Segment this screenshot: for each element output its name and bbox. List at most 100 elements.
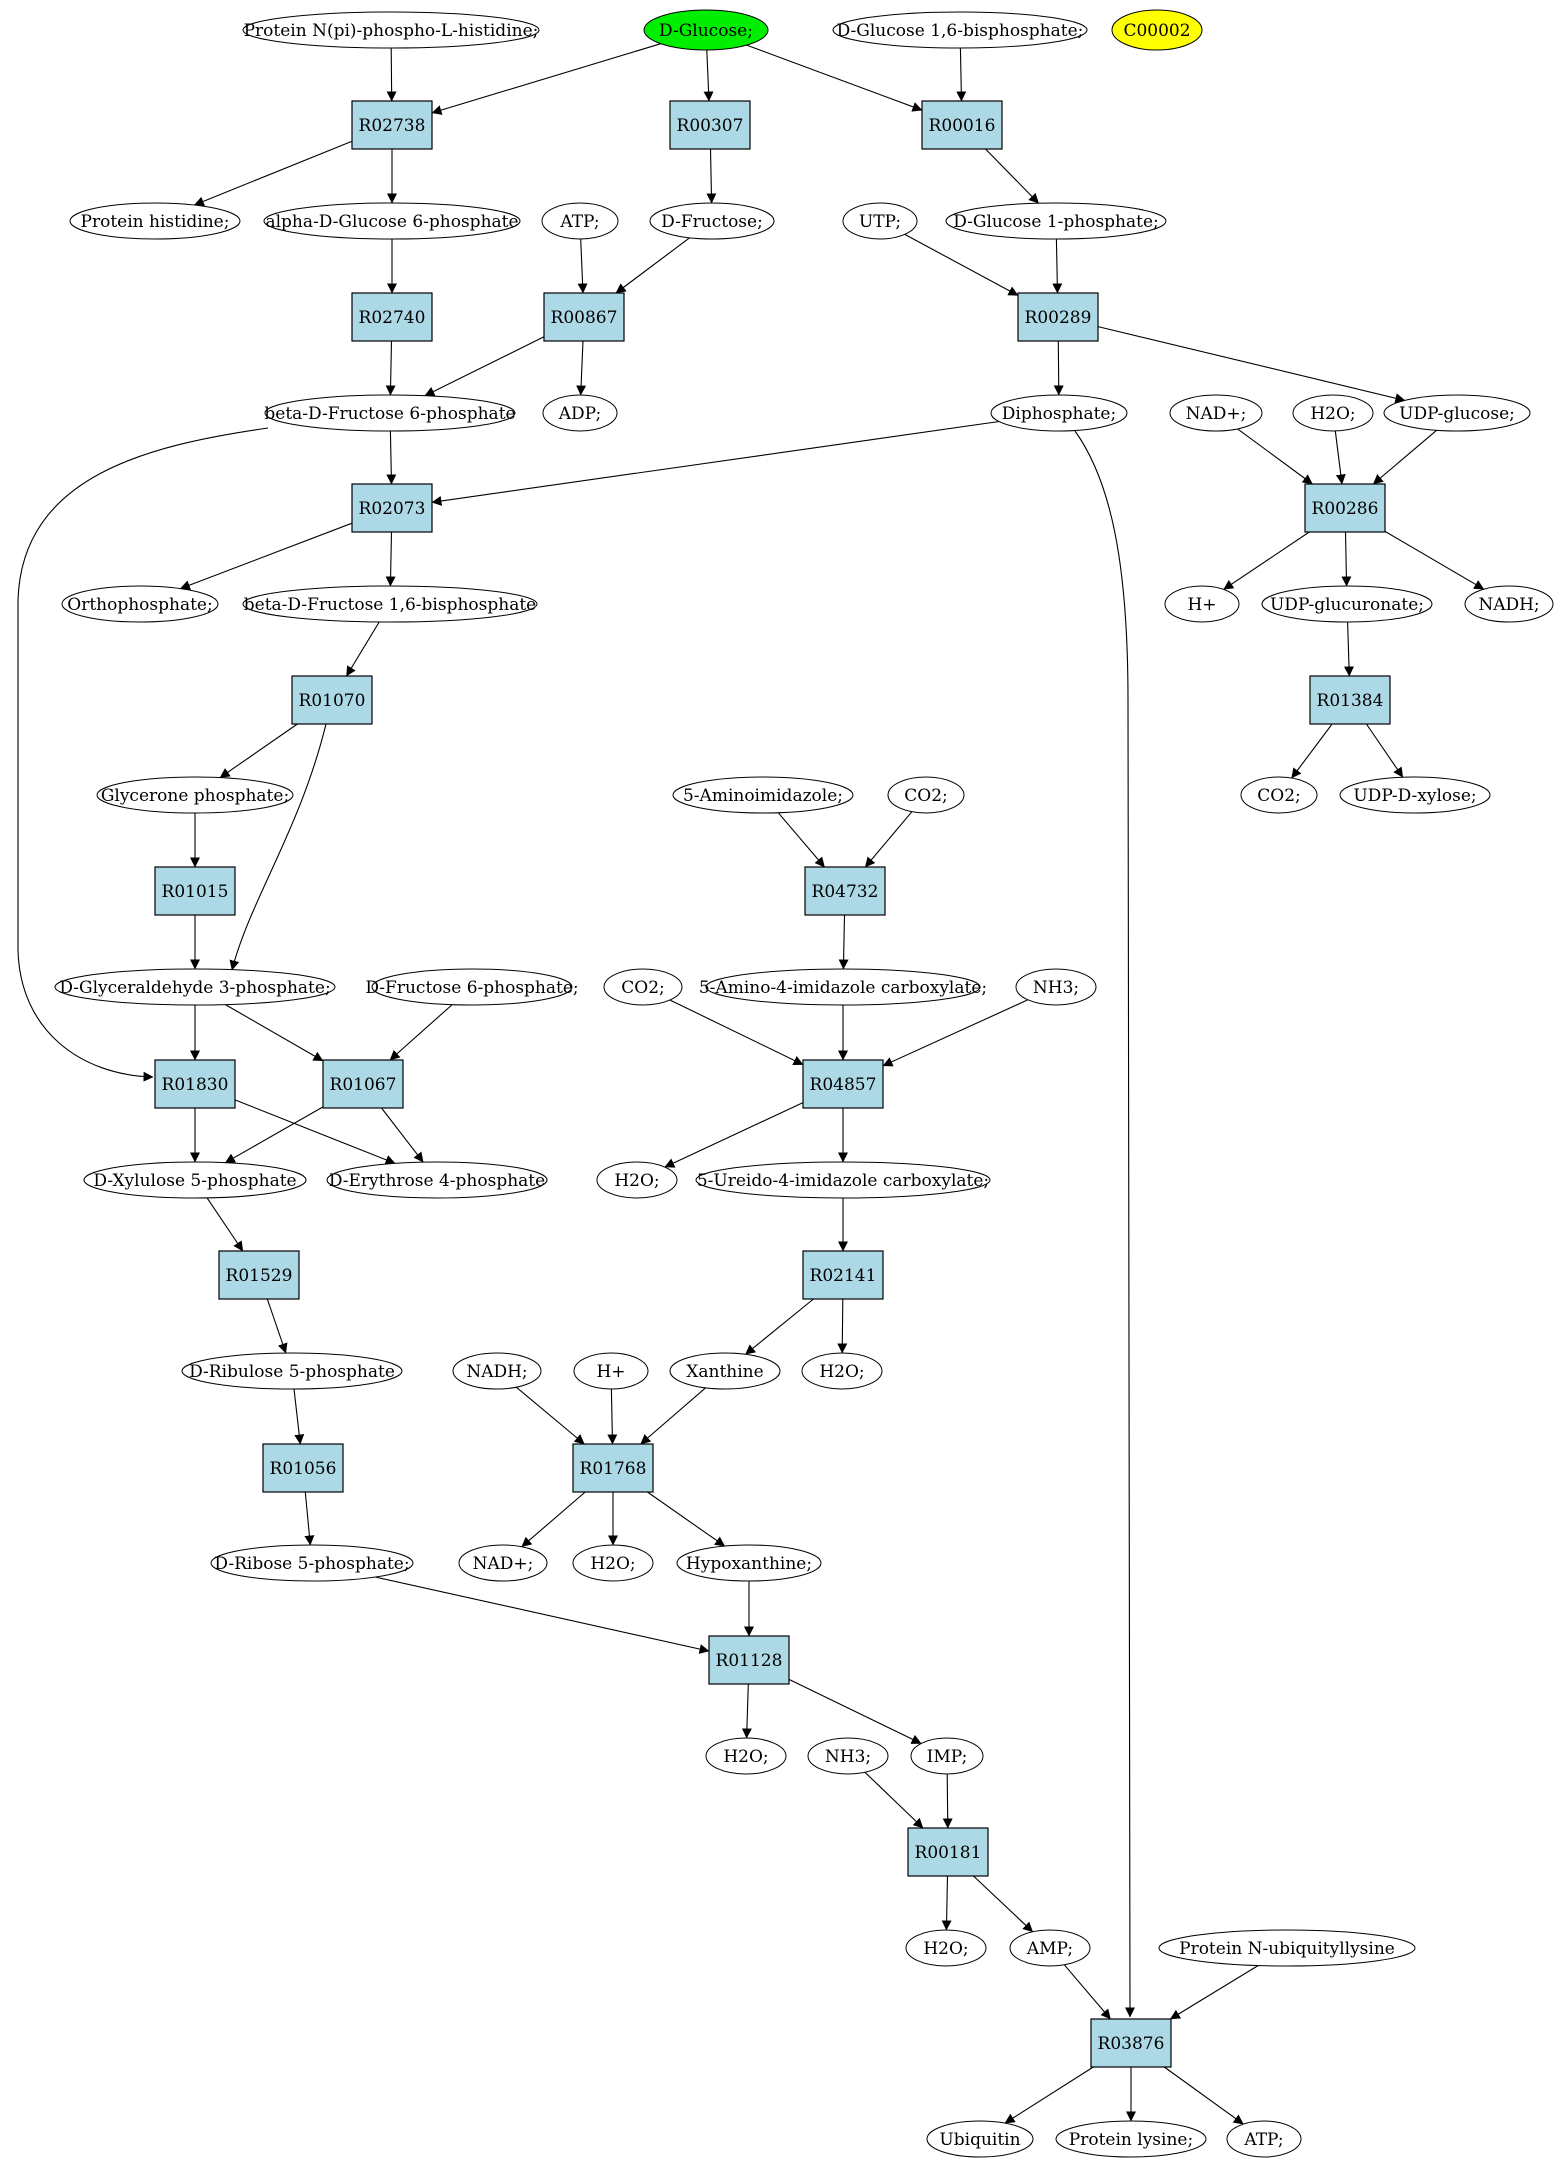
reaction-node: R02141 [802, 1250, 884, 1300]
edge-R01128-to-m_h2o_e [741, 1683, 752, 1739]
metabolite-node: NH3; [807, 1737, 889, 1775]
metabolite-ellipse [910, 1737, 984, 1775]
edge-R00286-to-m_udpglcu [1341, 531, 1352, 587]
metabolite-node: D-Glucose 1,6-bisphosphate; [832, 11, 1088, 49]
metabolite-ellipse [541, 202, 619, 240]
edge-R01070-to-m_dga3p [229, 723, 327, 971]
metabolite-node: D-Glyceraldehyde 3-phosphate; [54, 968, 336, 1006]
metabolite-ellipse [83, 1161, 307, 1199]
metabolite-node: H2O; [801, 1352, 883, 1390]
metabolite-label: D-Erythrose 4-phosphate [329, 1171, 545, 1191]
edge-m_df6p-to-R01067 [389, 1004, 453, 1061]
reaction-label: R01384 [1317, 691, 1384, 711]
metabolite-label: D-Ribose 5-phosphate; [214, 1554, 409, 1574]
reaction-label: R01056 [270, 1459, 337, 1479]
reaction-node: R00286 [1304, 483, 1386, 533]
edge-m_dglucose-to-R00307 [703, 49, 714, 102]
metabolite-label: Protein lysine; [1069, 2130, 1193, 2150]
edge-R01768-to-m_hypoxanthine [647, 1491, 726, 1547]
metabolite-ellipse [69, 202, 241, 240]
reaction-box [1304, 483, 1386, 533]
metabolite-node: Orthophosphate; [61, 585, 219, 623]
reaction-node: R01768 [572, 1443, 654, 1493]
reaction-box [351, 483, 433, 533]
metabolite-label: NADH; [1478, 595, 1539, 615]
metabolite-label: D-Glucose 1-phosphate; [953, 212, 1159, 232]
edge-m_amp-to-R03876 [1063, 1964, 1111, 2020]
metabolite-node: NADH; [1464, 585, 1554, 623]
metabolite-label: IMP; [927, 1747, 968, 1767]
edge-R00181-to-m_amp [973, 1875, 1034, 1933]
reaction-label: R00867 [551, 308, 618, 328]
metabolite-node: D-Erythrose 4-phosphate [326, 1161, 548, 1199]
metabolite-ellipse [1158, 1929, 1416, 1967]
metabolite-node: D-Xylulose 5-phosphate [83, 1161, 307, 1199]
edge-R00867-to-m_bdf6p [424, 336, 545, 397]
reaction-box [802, 1059, 884, 1109]
metabolite-ellipse [1383, 394, 1531, 432]
metabolite-ellipse [990, 394, 1128, 432]
reaction-label: R04857 [810, 1075, 877, 1095]
edge-m_utp-to-R00289 [904, 233, 1019, 296]
reaction-node: R01015 [154, 866, 236, 916]
edge-m_dga3p-to-R01067 [225, 1004, 324, 1062]
metabolite-ellipse [61, 585, 219, 623]
edge-R01830-to-m_dery4p [234, 1099, 396, 1165]
reaction-label: R02141 [810, 1266, 877, 1286]
metabolite-label: beta-D-Fructose 6-phosphate [264, 404, 515, 424]
reaction-box [921, 100, 1003, 150]
metabolite-ellipse [596, 1161, 678, 1199]
metabolite-ellipse [452, 1352, 542, 1390]
edge-R01070-to-m_glyceroneP [219, 723, 298, 779]
edge-R04732-to-m_5a4ic [838, 914, 849, 970]
metabolite-ellipse [263, 202, 521, 240]
edge-R00286-to-m_hplus1 [1223, 531, 1310, 590]
metabolite-label: D-Xylulose 5-phosphate [93, 1171, 296, 1191]
metabolite-ellipse [705, 1737, 787, 1775]
metabolite-ellipse [96, 776, 294, 814]
metabolite-label: Protein N(pi)-phospho-L-histidine; [244, 21, 539, 41]
metabolite-label: 5-Amino-4-imidazole carboxylate; [699, 978, 987, 998]
metabolite-node: D-Glucose; [643, 9, 769, 51]
reaction-node: R02740 [351, 292, 433, 342]
reaction-node: R02738 [351, 100, 433, 150]
metabolite-label: D-Glucose 1,6-bisphosphate; [837, 21, 1084, 41]
edge-m_bdf6p-to-R01830 [17, 427, 269, 1082]
reaction-node: R01056 [262, 1443, 344, 1493]
edge-R01529-to-m_drib5p_ul [266, 1298, 288, 1354]
reaction-label: R03876 [1098, 2034, 1165, 2054]
metabolite-ellipse [573, 1352, 649, 1390]
edge-m_udpglcu-to-R01384 [1344, 621, 1354, 677]
metabolite-label: AMP; [1026, 1939, 1073, 1959]
metabolite-ellipse [643, 9, 769, 51]
reaction-node: R00016 [921, 100, 1003, 150]
metabolite-label: CO2; [1257, 786, 1301, 806]
edge-m_drib5p_ul-to-R01056 [293, 1388, 305, 1445]
metabolite-label: Glycerone phosphate; [101, 786, 289, 806]
metabolite-node: H+ [573, 1352, 649, 1390]
metabolite-label: H2O; [614, 1171, 659, 1191]
metabolite-label: UDP-glucuronate; [1270, 595, 1424, 615]
metabolite-label: D-Fructose; [661, 212, 763, 232]
metabolite-node: AMP; [1009, 1929, 1091, 1967]
reaction-label: R01768 [580, 1459, 647, 1479]
metabolite-ellipse [676, 1544, 822, 1582]
metabolite-node: Hypoxanthine; [676, 1544, 822, 1582]
edge-m_prot_nubq-to-R03876 [1169, 1965, 1259, 2020]
metabolite-label: CO2; [621, 978, 665, 998]
reaction-label: R00286 [1312, 499, 1379, 519]
edges-layer [17, 43, 1485, 2125]
metabolite-label: Protein N-ubiquityllysine [1179, 1939, 1395, 1959]
metabolite-node: CO2; [603, 968, 683, 1006]
edge-R01384-to-m_co2_a [1291, 723, 1333, 779]
reaction-label: R01015 [162, 882, 229, 902]
edge-R01056-to-m_drib5p [304, 1491, 315, 1546]
edge-R00867-to-m_adp [576, 340, 587, 396]
edge-m_imp-to-R00181 [942, 1773, 953, 1829]
metabolite-ellipse [1339, 776, 1491, 814]
metabolite-node: D-Ribulose 5-phosphate [181, 1352, 403, 1390]
edge-m_nadh2-to-R01768 [515, 1386, 585, 1445]
reaction-box [262, 1443, 344, 1493]
metabolite-ellipse [1055, 2120, 1207, 2158]
metabolite-ellipse [842, 202, 918, 240]
